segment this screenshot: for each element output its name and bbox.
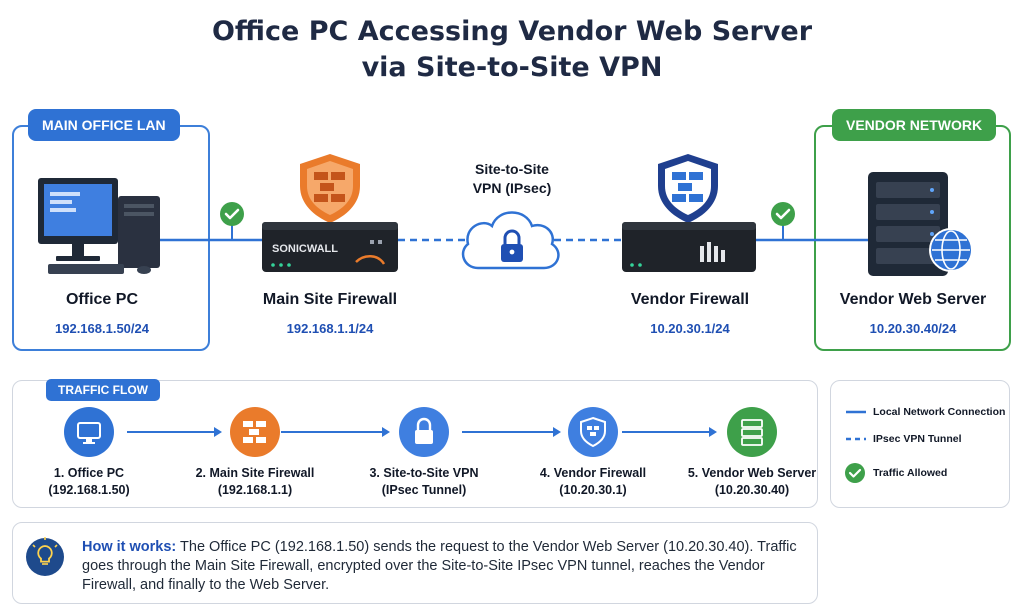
sonicwall-brand-text: SONICWALL xyxy=(272,243,338,255)
legend-vpn-label: IPsec VPN Tunnel xyxy=(873,433,962,445)
flow-step-3-detail: (IPsec Tunnel) xyxy=(381,483,467,497)
vendor-firewall-shield-icon xyxy=(658,154,718,223)
flow-step-3-label: 3. Site-to-Site VPN (IPsec Tunnel) xyxy=(349,465,499,499)
vendor-firewall-appliance-icon xyxy=(622,222,756,272)
vendor-network-label: VENDOR NETWORK xyxy=(832,109,997,141)
how-it-works-text: How it works: The Office PC (192.168.1.5… xyxy=(82,538,802,595)
check-icon-left xyxy=(220,202,244,240)
page-title: Office PC Accessing Vendor Web Server vi… xyxy=(0,14,1024,86)
flow-step-2-detail: (192.168.1.1) xyxy=(217,483,293,497)
main-firewall-ip: 192.168.1.1/24 xyxy=(286,321,374,336)
flow-step-5-label: 5. Vendor Web Server (10.20.30.40) xyxy=(672,465,832,499)
how-it-works-lead: How it works: xyxy=(82,539,177,555)
flow-step-4-title: 4. Vendor Firewall xyxy=(539,466,647,480)
vendor-firewall-ip: 10.20.30.1/24 xyxy=(650,321,730,336)
legend-allowed-label: Traffic Allowed xyxy=(873,467,948,479)
vendor-firewall-name: Vendor Firewall xyxy=(630,291,750,308)
legend-panel xyxy=(830,380,1010,508)
how-it-works-panel xyxy=(12,522,818,604)
main-office-lan-label: MAIN OFFICE LAN xyxy=(28,109,180,141)
main-firewall-shield-icon xyxy=(300,154,360,223)
flow-step-5-title: 5. Vendor Web Server xyxy=(687,466,817,480)
globe-icon xyxy=(929,228,973,272)
flow-step-1-label: 1. Office PC (192.168.1.50) xyxy=(14,465,164,499)
how-it-works-body: The Office PC (192.168.1.50) sends the r… xyxy=(82,539,797,593)
check-icon-right xyxy=(771,202,795,240)
main-firewall-name: Main Site Firewall xyxy=(262,291,398,308)
flow-step-2-label: 2. Main Site Firewall (192.168.1.1) xyxy=(180,465,330,499)
traffic-flow-label: TRAFFIC FLOW xyxy=(46,379,160,401)
flow-step-2-title: 2. Main Site Firewall xyxy=(195,466,315,480)
flow-step-4-detail: (10.20.30.1) xyxy=(559,483,627,497)
network-diagram: SONICWALL xyxy=(38,154,973,276)
flow-step-5-detail: (10.20.30.40) xyxy=(714,483,790,497)
flow-step-4-label: 4. Vendor Firewall (10.20.30.1) xyxy=(518,465,668,499)
web-server-name: Vendor Web Server xyxy=(839,291,987,308)
flow-step-1-title: 1. Office PC xyxy=(53,466,125,480)
vpn-cloud-icon xyxy=(461,211,560,270)
flow-step-3-title: 3. Site-to-Site VPN xyxy=(369,466,479,480)
main-firewall-appliance-icon: SONICWALL xyxy=(262,222,398,272)
office-pc-icon xyxy=(38,178,160,274)
vpn-caption-line-1: Site-to-Site xyxy=(475,161,549,177)
office-pc-ip: 192.168.1.50/24 xyxy=(55,321,149,336)
web-server-icon xyxy=(868,172,948,276)
flow-step-1-detail: (192.168.1.50) xyxy=(48,483,130,497)
traffic-flow-panel xyxy=(12,380,818,508)
title-line-2: via Site-to-Site VPN xyxy=(361,52,663,83)
title-line-1: Office PC Accessing Vendor Web Server xyxy=(211,16,813,47)
web-server-ip: 10.20.30.40/24 xyxy=(869,321,957,336)
vpn-caption-line-2: VPN (IPsec) xyxy=(472,180,552,196)
vpn-caption: Site-to-Site VPN (IPsec) xyxy=(444,160,580,198)
legend-local-label: Local Network Connection xyxy=(873,406,1006,418)
office-pc-name: Office PC xyxy=(65,291,138,308)
